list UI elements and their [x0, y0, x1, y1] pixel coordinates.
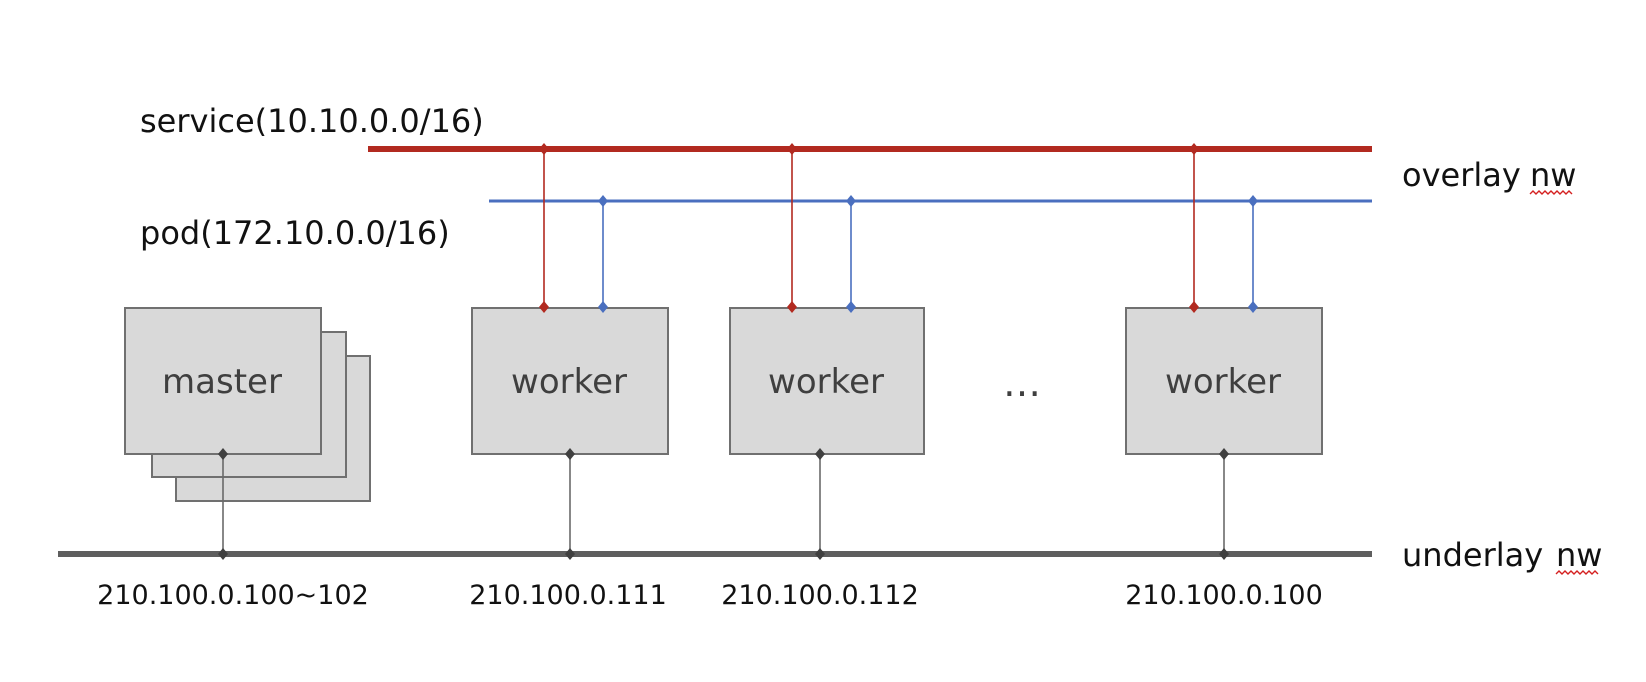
worker-1-port: [565, 448, 575, 460]
worker-node-3: worker 210.100.0.100: [1125, 143, 1323, 611]
worker-1-pod-port: [598, 301, 608, 313]
worker-3-ip-label: 210.100.0.100: [1125, 580, 1323, 611]
worker-node: [471, 307, 669, 455]
worker-2-pod-port: [846, 301, 856, 313]
worker-2-service-port: [787, 301, 797, 313]
master-underlay-port: [218, 548, 228, 560]
service-bus-port: [1189, 143, 1199, 155]
worker-node-label: worker: [1165, 362, 1281, 402]
worker-1-service-port: [539, 301, 549, 313]
more-workers-ellipsis: …: [1003, 361, 1041, 405]
worker-node-2: worker 210.100.0.112: [721, 143, 925, 611]
master-port: [218, 448, 228, 460]
overlay-word: overlay: [1402, 156, 1521, 194]
worker-node: [1125, 307, 1323, 455]
underlay-word: underlay: [1402, 536, 1543, 574]
worker-1-underlay-port: [565, 548, 575, 560]
master-node-label: master: [162, 362, 282, 402]
pod-bus-port: [598, 195, 608, 207]
worker-2-port: [815, 448, 825, 460]
worker-3-pod-port: [1248, 301, 1258, 313]
worker-3-underlay-port: [1219, 548, 1229, 560]
overlay-nw-word: nw: [1530, 156, 1576, 194]
worker-node-1: worker 210.100.0.111: [469, 143, 669, 611]
pod-bus-port: [846, 195, 856, 207]
spellcheck-underline-icon: [1529, 190, 1573, 195]
underlay-nw-word: nw: [1556, 536, 1602, 574]
underlay-network-label: underlay nw: [1402, 536, 1602, 575]
worker-1-ip-label: 210.100.0.111: [469, 580, 667, 611]
worker-node: [729, 307, 925, 455]
master-node: [124, 307, 322, 455]
spellcheck-underline-icon: [1555, 570, 1599, 575]
pod-bus-port: [1248, 195, 1258, 207]
worker-3-service-port: [1189, 301, 1199, 313]
worker-2-underlay-port: [815, 548, 825, 560]
worker-node-label: worker: [511, 362, 627, 402]
master-node-stack: master 210.100.0.100~102: [97, 307, 371, 611]
worker-2-ip-label: 210.100.0.112: [721, 580, 919, 611]
worker-node-label: worker: [768, 362, 884, 402]
pod-network-label: pod(172.10.0.0/16): [140, 214, 450, 252]
worker-3-port: [1219, 448, 1229, 460]
overlay-network-label: overlay nw: [1402, 156, 1576, 195]
master-ip-label: 210.100.0.100~102: [97, 580, 369, 611]
service-bus-port: [539, 143, 549, 155]
service-network-label: service(10.10.0.0/16): [140, 102, 484, 140]
service-bus-port: [787, 143, 797, 155]
